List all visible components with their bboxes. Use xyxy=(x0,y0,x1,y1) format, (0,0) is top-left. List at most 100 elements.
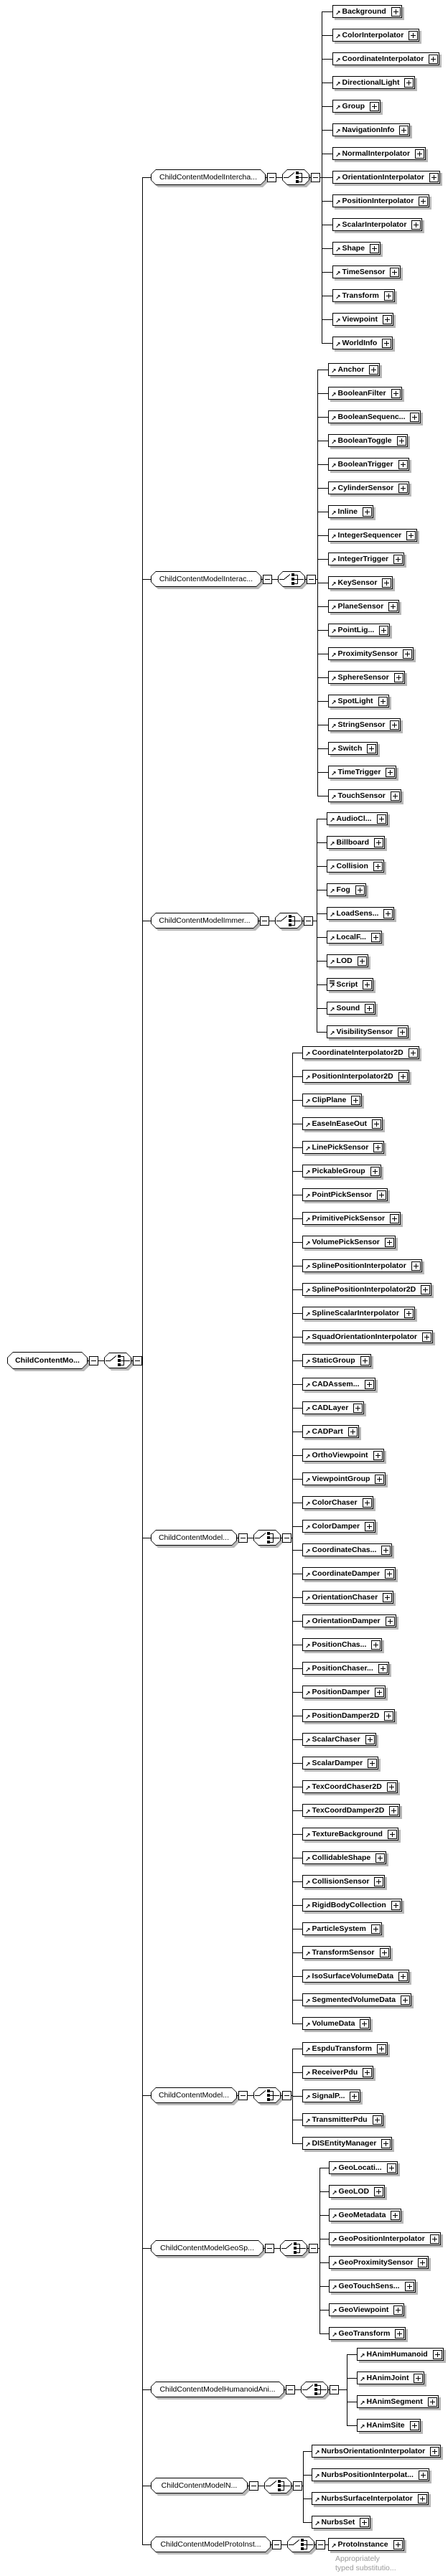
expand-icon[interactable] xyxy=(427,2397,437,2407)
element-node[interactable]: ↗Shape xyxy=(332,242,381,255)
expand-icon[interactable] xyxy=(363,979,373,989)
element-node[interactable]: ↗NavigationInfo xyxy=(332,123,411,136)
expand-icon[interactable] xyxy=(383,291,393,301)
group-node-4[interactable]: ChildContentModel... xyxy=(151,1530,237,1546)
element-node[interactable]: ↗ViewpointGroup xyxy=(302,1472,386,1485)
collapse-icon[interactable] xyxy=(238,2091,248,2100)
choice-icon[interactable] xyxy=(278,571,305,587)
element-node[interactable]: ↗Switch xyxy=(328,742,378,755)
expand-icon[interactable] xyxy=(381,1545,391,1555)
element-node[interactable]: ↗SquadOrientationInterpolator xyxy=(302,1330,433,1343)
expand-icon[interactable] xyxy=(384,1237,394,1247)
element-node[interactable]: ↗ProximitySensor xyxy=(328,647,414,660)
expand-icon[interactable] xyxy=(396,436,406,446)
expand-icon[interactable] xyxy=(377,1190,386,1200)
expand-icon[interactable] xyxy=(386,1782,396,1792)
expand-icon[interactable] xyxy=(430,2446,440,2456)
element-node[interactable]: ↗TimeTrigger xyxy=(328,766,397,779)
collapse-icon[interactable] xyxy=(263,575,272,584)
expand-icon[interactable] xyxy=(376,2044,386,2054)
element-node[interactable]: ↗PickableGroup xyxy=(302,1165,381,1177)
element-node[interactable]: ↗PositionInterpolator2D xyxy=(302,1070,409,1083)
expand-icon[interactable] xyxy=(398,1027,408,1037)
expand-icon[interactable] xyxy=(421,1284,431,1294)
expand-icon[interactable] xyxy=(347,1426,358,1437)
choice-icon[interactable] xyxy=(264,2478,291,2493)
expand-icon[interactable] xyxy=(369,365,379,375)
expand-icon[interactable] xyxy=(393,2539,403,2549)
expand-icon[interactable] xyxy=(404,77,414,88)
element-node[interactable]: ↗NurbsPositionInterpolat... xyxy=(312,2468,429,2481)
expand-icon[interactable] xyxy=(432,2349,442,2359)
element-node[interactable]: ↗OrientationChaser xyxy=(302,1591,394,1604)
element-node[interactable]: ↗TransmitterPdu xyxy=(302,2113,383,2126)
element-node[interactable]: ↗CoordinateInterpolator xyxy=(332,52,440,65)
expand-icon[interactable] xyxy=(418,2470,428,2480)
expand-icon[interactable] xyxy=(370,1166,380,1176)
element-node[interactable]: ↗BooleanSequenc... xyxy=(328,410,421,423)
element-node[interactable]: ↗StaticGroup xyxy=(302,1354,371,1367)
element-node[interactable]: ↗NurbsSet xyxy=(312,2516,371,2529)
expand-icon[interactable] xyxy=(372,2115,382,2125)
element-node[interactable]: ↗NurbsOrientationInterpolator xyxy=(312,2445,442,2458)
collapse-icon[interactable] xyxy=(316,2540,325,2549)
expand-icon[interactable] xyxy=(417,2493,427,2504)
group-node-7[interactable]: ChildContentModelHumanoidAni... xyxy=(151,2382,284,2397)
expand-icon[interactable] xyxy=(386,2163,396,2173)
element-node[interactable]: ↗IntegerSequencer xyxy=(328,529,418,542)
choice-icon[interactable] xyxy=(282,169,309,185)
collapse-icon[interactable] xyxy=(304,916,313,926)
expand-icon[interactable] xyxy=(387,1829,397,1839)
element-node[interactable]: ↗DirectionalLight xyxy=(332,76,416,89)
expand-icon[interactable] xyxy=(414,2373,424,2383)
element-node[interactable]: ↗VolumePickSensor xyxy=(302,1236,396,1249)
expand-icon[interactable] xyxy=(382,338,392,348)
element-node[interactable]: ↗BooleanFilter xyxy=(328,387,402,400)
expand-icon[interactable] xyxy=(395,2328,405,2338)
element-node[interactable]: ↗BooleanToggle xyxy=(328,434,408,447)
element-node[interactable]: ↗GeoPositionInterpolator xyxy=(329,2232,441,2245)
element-node[interactable]: ↗Inline xyxy=(328,505,373,518)
element-node[interactable]: ↗SignalP... xyxy=(302,2090,361,2102)
expand-icon[interactable] xyxy=(362,1498,372,1508)
element-node[interactable]: ↗HAnimJoint xyxy=(357,2371,425,2384)
collapse-icon[interactable] xyxy=(249,2481,258,2491)
element-node[interactable]: ↗KeySensor xyxy=(328,576,393,589)
expand-icon[interactable] xyxy=(388,601,398,611)
element-node[interactable]: ↗GeoTransform xyxy=(329,2327,406,2340)
element-node[interactable]: ↗NurbsSurfaceInterpolator xyxy=(312,2492,429,2505)
element-node[interactable]: ↗LOD xyxy=(327,954,368,967)
element-node[interactable]: ↗Group xyxy=(332,100,381,113)
expand-icon[interactable] xyxy=(368,1758,378,1768)
element-node[interactable]: ↗RigidBodyCollection xyxy=(302,1899,402,1912)
expand-icon[interactable] xyxy=(355,885,365,895)
expand-icon[interactable] xyxy=(411,220,421,230)
group-node-1[interactable]: ChildContentModelIntercha... xyxy=(151,169,266,185)
element-node[interactable]: ↗CoordinateDamper xyxy=(302,1567,396,1580)
group-node-3[interactable]: ChildContentModelImmer... xyxy=(151,913,258,929)
element-node[interactable]: ↗Billboard xyxy=(327,836,386,849)
element-node[interactable]: ↗GeoProximitySensor xyxy=(329,2256,429,2269)
expand-icon[interactable] xyxy=(373,1450,383,1460)
expand-icon[interactable] xyxy=(360,1355,370,1365)
expand-icon[interactable] xyxy=(373,861,383,871)
element-node[interactable]: ↗Viewpoint xyxy=(332,313,393,326)
element-node[interactable]: ↗Fog xyxy=(327,883,366,896)
collapse-icon[interactable] xyxy=(260,916,269,926)
collapse-icon[interactable] xyxy=(330,2385,339,2394)
group-node-6[interactable]: ChildContentModelGeoSp... xyxy=(151,2240,263,2256)
group-node-9[interactable]: ChildContentModelProtoInst... xyxy=(151,2537,271,2552)
element-node[interactable]: ↗GeoLocati... xyxy=(329,2161,398,2174)
choice-icon[interactable] xyxy=(287,2537,314,2552)
element-node[interactable]: ↗OrthoViewpoint xyxy=(302,1449,384,1462)
expand-icon[interactable] xyxy=(372,1119,381,1129)
expand-icon[interactable] xyxy=(375,1687,385,1697)
choice-icon[interactable] xyxy=(253,1530,281,1546)
expand-icon[interactable] xyxy=(379,625,389,635)
element-node[interactable]: ↗TouchSensor xyxy=(328,789,401,802)
expand-icon[interactable] xyxy=(375,1853,386,1863)
expand-icon[interactable] xyxy=(398,1971,409,1981)
element-node[interactable]: ↗TimeSensor xyxy=(332,265,401,278)
element-node[interactable]: ↗IntegerTrigger xyxy=(328,553,405,565)
expand-icon[interactable] xyxy=(429,2234,439,2244)
